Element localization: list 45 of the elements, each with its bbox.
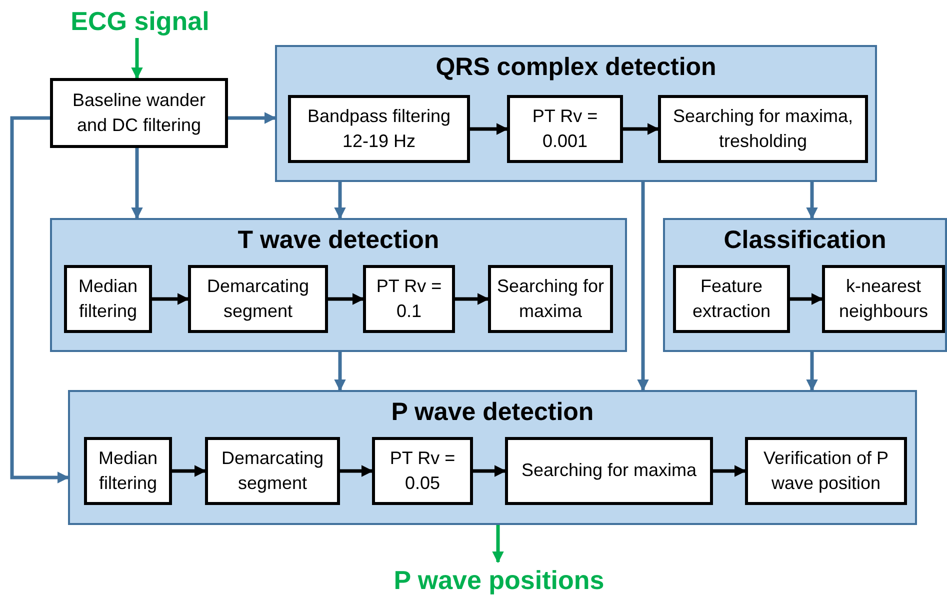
arrow [228,112,276,124]
process-box: Demarcating segment [188,265,328,333]
signal-label: ECG signal [60,4,220,38]
process-box: Searching for maxima [488,265,613,333]
arrow [131,38,143,80]
panel-title: QRS complex detection [434,53,718,82]
process-box: Demarcating segment [205,437,340,505]
arrow [470,123,508,135]
process-box: Baseline wander and DC filtering [50,78,228,148]
arrow [328,293,364,305]
process-box: PT Rv = 0.05 [372,437,473,505]
arrow [334,352,346,392]
stage-panel [663,218,947,352]
process-box: Verification of P wave position [745,437,907,505]
arrow [172,465,206,477]
process-box: Bandpass filtering 12-19 Hz [288,95,470,163]
arrow [713,465,746,477]
process-box: Median filtering [84,437,172,505]
arrow [131,148,143,220]
process-box: Feature extraction [673,265,790,333]
arrow [334,182,346,220]
process-box: Searching for maxima, tresholding [658,95,868,163]
process-box: Searching for maxima [505,437,713,505]
stage-panel [68,390,917,525]
signal-label: P wave positions [370,562,628,598]
arrow [637,182,649,392]
panel-title: T wave detection [236,226,440,255]
stage-panel [275,45,877,182]
stage-panel [50,218,627,352]
process-box: Median filtering [64,265,152,333]
arrow [623,123,660,135]
arrow [492,525,504,564]
panel-title: Classification [722,226,888,255]
panel-title: P wave detection [390,398,595,427]
arrow [10,116,70,484]
arrow [340,465,374,477]
process-box: k-nearest neighbours [822,265,945,333]
arrow [806,182,818,220]
arrow [152,293,190,305]
arrow [806,352,818,392]
arrow [790,293,824,305]
process-box: PT Rv = 0.1 [363,265,455,333]
arrow [455,293,490,305]
arrow [473,465,506,477]
process-box: PT Rv = 0.001 [507,95,623,163]
